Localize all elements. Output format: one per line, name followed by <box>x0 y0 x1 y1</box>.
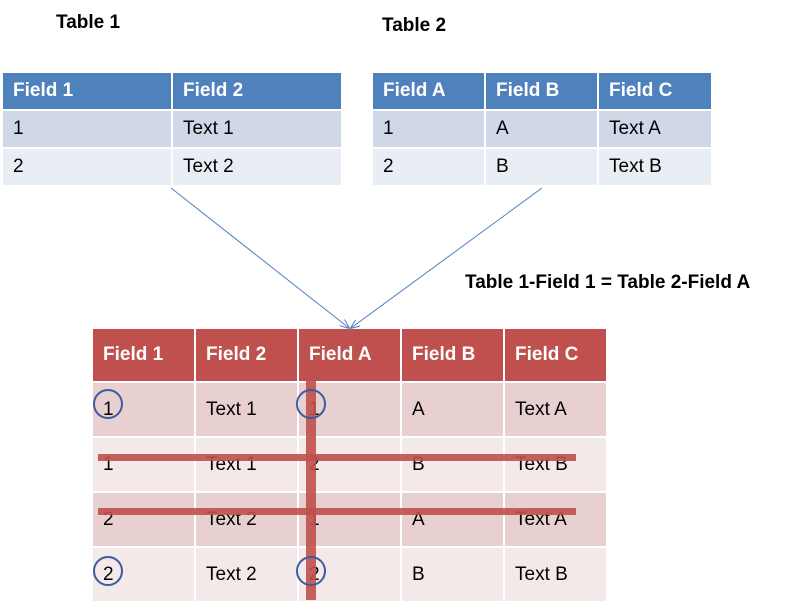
column-header: Field 2 <box>194 327 299 383</box>
table-row: 1 A Text A <box>371 109 713 149</box>
column-header: Field A <box>297 327 402 383</box>
table-cell: B <box>400 436 505 493</box>
table-cell: 1 <box>91 436 196 493</box>
table-cell: Text 2 <box>194 491 299 548</box>
table-row: 1 Text 1 2 B Text B <box>91 436 608 493</box>
table1: Field 1 Field 2 1 Text 1 2 Text 2 <box>1 71 343 187</box>
table2-title: Table 2 <box>382 15 447 36</box>
table-cell: Text 2 <box>194 546 299 603</box>
table-row: 2 Text 2 <box>1 147 343 187</box>
table-cell: 1 <box>91 381 196 438</box>
table-header-row: Field 1 Field 2 <box>1 71 343 111</box>
column-header: Field B <box>400 327 505 383</box>
table-cell: B <box>400 546 505 603</box>
column-header: Field 1 <box>91 327 196 383</box>
table-cell: 1 <box>297 381 402 438</box>
table-cell: 1 <box>371 109 486 149</box>
table-cell: 2 <box>1 147 173 187</box>
table-cell: Text 1 <box>171 109 343 149</box>
table2: Field A Field B Field C 1 A Text A 2 B T… <box>371 71 713 187</box>
table-cell: Text 1 <box>194 381 299 438</box>
join-arrow-from-table1 <box>170 187 349 328</box>
table-header-row: Field A Field B Field C <box>371 71 713 111</box>
table-cell: 2 <box>297 436 402 493</box>
table-cell: Text B <box>503 436 608 493</box>
table-cell: 2 <box>297 546 402 603</box>
table-cell: 1 <box>297 491 402 548</box>
table-cell: A <box>484 109 599 149</box>
table-cell: Text A <box>597 109 713 149</box>
table-cell: 1 <box>1 109 173 149</box>
table-header-row: Field 1 Field 2 Field A Field B Field C <box>91 327 608 383</box>
table-cell: B <box>484 147 599 187</box>
table-row: 2 B Text B <box>371 147 713 187</box>
join-condition-label: Table 1-Field 1 = Table 2-Field A <box>465 272 751 293</box>
table-cell: Text 2 <box>171 147 343 187</box>
table-row: 1 Text 1 <box>1 109 343 149</box>
table-cell: Text 1 <box>194 436 299 493</box>
table-row: 2 Text 2 1 A Text A <box>91 491 608 548</box>
table1-title: Table 1 <box>56 12 121 33</box>
table-cell: 2 <box>371 147 486 187</box>
table-cell: Text B <box>597 147 713 187</box>
table-cell: Text A <box>503 491 608 548</box>
column-header: Field C <box>597 71 713 111</box>
column-header: Field A <box>371 71 486 111</box>
join-arrow-from-table2 <box>351 187 543 328</box>
table-cell: Text A <box>503 381 608 438</box>
table-cell: A <box>400 491 505 548</box>
table-cell: Text B <box>503 546 608 603</box>
table-cell: 2 <box>91 546 196 603</box>
column-header: Field 2 <box>171 71 343 111</box>
result-table: Field 1 Field 2 Field A Field B Field C … <box>91 327 608 603</box>
table-row: 2 Text 2 2 B Text B <box>91 546 608 603</box>
table-cell: 2 <box>91 491 196 548</box>
table-row: 1 Text 1 1 A Text A <box>91 381 608 438</box>
column-header: Field 1 <box>1 71 173 111</box>
column-header: Field C <box>503 327 608 383</box>
table-cell: A <box>400 381 505 438</box>
column-header: Field B <box>484 71 599 111</box>
